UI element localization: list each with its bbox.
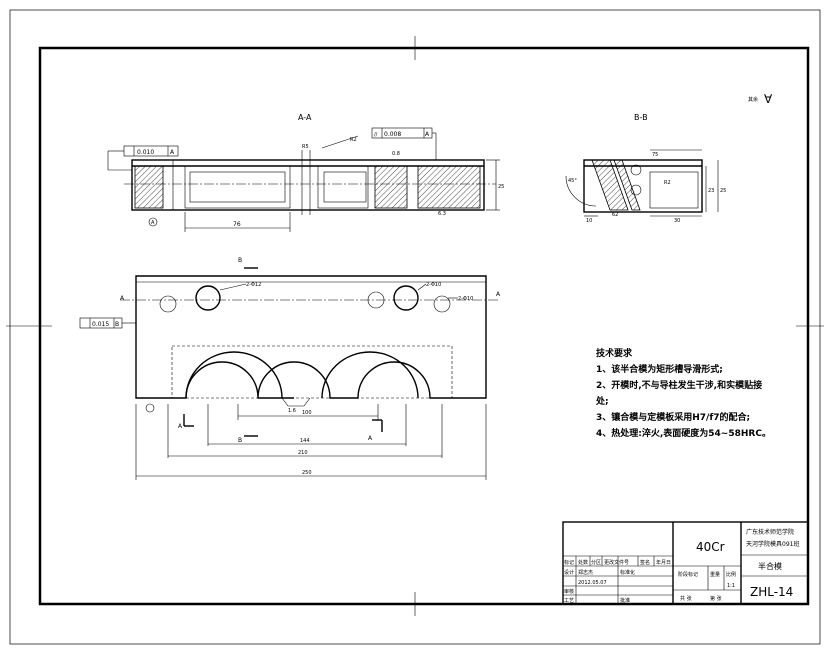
part-name: 半合模 <box>758 561 782 571</box>
svg-text:批准: 批准 <box>620 597 630 604</box>
svg-text:A: A <box>170 149 175 156</box>
svg-text:A: A <box>425 131 430 138</box>
section-arrow-b-bottom: B <box>238 437 242 444</box>
svg-text:30: 30 <box>674 218 680 224</box>
flatness-tolerance-frame: // 0.008 A <box>371 127 437 160</box>
svg-text:23: 23 <box>708 188 714 194</box>
plan-view: 2-Φ12 2-Φ10 2-Φ10 A A B B A A 0.015 B 10… <box>79 257 501 480</box>
svg-text:75: 75 <box>652 152 658 158</box>
svg-text:62: 62 <box>612 212 618 218</box>
svg-text:10: 10 <box>586 218 592 224</box>
svg-text:阶段标记: 阶段标记 <box>678 571 698 578</box>
svg-text:0.008: 0.008 <box>384 131 401 138</box>
svg-text:共 张: 共 张 <box>680 595 692 602</box>
svg-text:第 张: 第 张 <box>710 595 722 602</box>
svg-text:100: 100 <box>302 410 312 416</box>
svg-text:广东技术师范学院: 广东技术师范学院 <box>746 528 794 536</box>
svg-text:0.015: 0.015 <box>92 321 109 328</box>
svg-text:分区: 分区 <box>591 559 601 566</box>
svg-text:2-Φ12: 2-Φ12 <box>246 282 261 288</box>
svg-text:郑志杰: 郑志杰 <box>578 569 593 576</box>
perpendicular-tolerance-frame: 0.015 B <box>79 317 136 329</box>
svg-text:250: 250 <box>302 470 312 476</box>
svg-text:标记: 标记 <box>564 559 574 566</box>
drawing-number: ZHL-14 <box>750 585 793 599</box>
section-aa-view: A-A 76 25 R2 R5 0.8 6.3 <box>107 113 504 232</box>
svg-text:标准化: 标准化 <box>620 569 635 576</box>
section-arrow-a-right: A <box>496 291 501 298</box>
section-bb-title: B-B <box>634 113 648 122</box>
svg-text:45°: 45° <box>568 178 577 184</box>
svg-text:210: 210 <box>298 450 308 456</box>
svg-text:R2: R2 <box>350 137 357 143</box>
svg-text:0.8: 0.8 <box>392 151 400 157</box>
section-bb-view: B-B 75 R2 23 25 10 62 30 45° <box>565 113 726 224</box>
svg-text:2、开模时,不与导柱发生干涉,和实模贴接: 2、开模时,不与导柱发生干涉,和实模贴接 <box>596 379 762 391</box>
svg-text:处;: 处; <box>595 395 609 407</box>
svg-text:设计: 设计 <box>564 569 574 576</box>
svg-text://: // <box>374 132 378 138</box>
section-arrow-a-left: A <box>120 295 125 302</box>
roughness-note: 其余 ∀ <box>748 92 773 106</box>
title-block: 标记 处数 分区 更改文件号 签名 年月日 设计 郑志杰 标准化 2012.05… <box>562 521 809 605</box>
svg-text:R5: R5 <box>302 144 309 150</box>
section-arrow-a-bottom-left: A <box>178 423 183 430</box>
svg-text:更改文件号: 更改文件号 <box>604 559 629 566</box>
section-arrow-b-top: B <box>238 257 242 264</box>
svg-text:1、该半合模为矩形槽导滑形式;: 1、该半合模为矩形槽导滑形式; <box>596 363 723 375</box>
svg-text:审核: 审核 <box>564 588 574 595</box>
svg-text:技术要求: 技术要求 <box>596 347 633 359</box>
svg-text:0.010: 0.010 <box>137 149 154 156</box>
parallel-tolerance-frame: 0.010 A <box>107 145 179 171</box>
svg-text:25: 25 <box>720 188 726 194</box>
svg-text:2-Φ10: 2-Φ10 <box>426 282 441 288</box>
svg-text:1:1: 1:1 <box>727 583 735 589</box>
technical-requirements: 技术要求 1、该半合模为矩形槽导滑形式; 2、开模时,不与导柱发生干涉,和实模贴… <box>595 347 771 439</box>
svg-text:∀: ∀ <box>764 92 773 106</box>
svg-text:25: 25 <box>498 184 504 190</box>
section-arrow-a-bottom-right: A <box>368 435 373 442</box>
drawing-frame <box>6 9 824 645</box>
svg-text:3、镶合模与定模板采用H7/f7的配合;: 3、镶合模与定模板采用H7/f7的配合; <box>596 411 750 423</box>
svg-text:处数: 处数 <box>578 559 588 566</box>
svg-text:2-Φ10: 2-Φ10 <box>458 296 473 302</box>
svg-text:签名: 签名 <box>640 559 650 566</box>
svg-text:比例: 比例 <box>726 571 736 578</box>
svg-text:6.3: 6.3 <box>438 211 446 217</box>
svg-text:R2: R2 <box>664 180 671 186</box>
svg-text:年月日: 年月日 <box>656 559 671 566</box>
svg-text:76: 76 <box>233 221 241 228</box>
section-aa-title: A-A <box>298 113 312 122</box>
svg-text:A: A <box>151 220 155 226</box>
svg-text:4、热处理:淬火,表面硬度为54~58HRC。: 4、热处理:淬火,表面硬度为54~58HRC。 <box>596 427 771 439</box>
svg-text:重量: 重量 <box>710 571 720 578</box>
svg-text:工艺: 工艺 <box>564 598 574 604</box>
svg-text:B: B <box>115 321 119 328</box>
svg-text:2012.05.07: 2012.05.07 <box>578 580 607 586</box>
svg-text:1.6: 1.6 <box>288 408 296 414</box>
svg-text:144: 144 <box>300 438 310 444</box>
svg-text:天河学院模具091班: 天河学院模具091班 <box>746 540 799 548</box>
material: 40Cr <box>696 540 725 554</box>
svg-text:其余: 其余 <box>748 96 758 103</box>
